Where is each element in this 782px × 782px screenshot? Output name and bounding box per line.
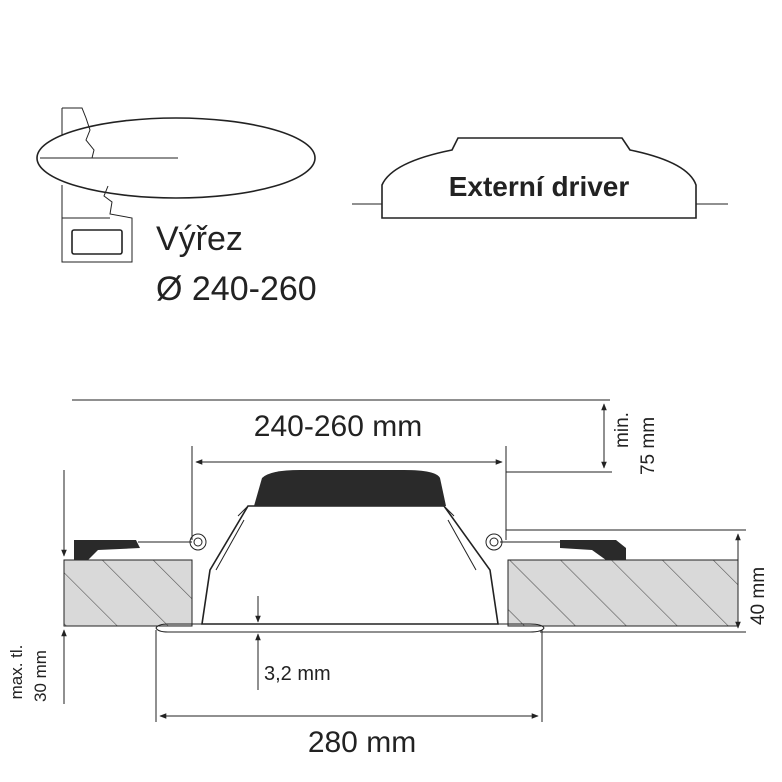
cutout-diameter-label: Ø 240-260 bbox=[156, 270, 317, 308]
overall-width-label: 280 mm bbox=[308, 726, 416, 759]
ceiling-right bbox=[507, 559, 739, 627]
luminaire-body bbox=[155, 470, 545, 633]
cutout-icon bbox=[36, 107, 316, 263]
spring-clip-right bbox=[485, 533, 626, 560]
external-driver-label: Externí driver bbox=[449, 171, 630, 202]
cutout-label: Výřez bbox=[156, 220, 243, 258]
dimension-min-clearance bbox=[506, 403, 612, 473]
dimension-height bbox=[506, 529, 746, 633]
trim-thickness-label: 3,2 mm bbox=[264, 663, 331, 685]
spring-clip-left bbox=[74, 533, 207, 560]
max-thickness-label-1: max. tl. bbox=[7, 645, 26, 700]
dimension-cutout bbox=[191, 446, 507, 540]
min-clearance-label-1: min. bbox=[612, 412, 633, 448]
dimension-overall-width bbox=[155, 630, 543, 722]
min-clearance-label-2: 75 mm bbox=[638, 417, 659, 475]
ceiling-left bbox=[63, 559, 193, 627]
external-driver-shape bbox=[352, 137, 728, 219]
max-thickness-label-2: 30 mm bbox=[31, 650, 50, 702]
cutout-width-label: 240-260 mm bbox=[254, 410, 422, 443]
height-label: 40 mm bbox=[748, 567, 769, 625]
